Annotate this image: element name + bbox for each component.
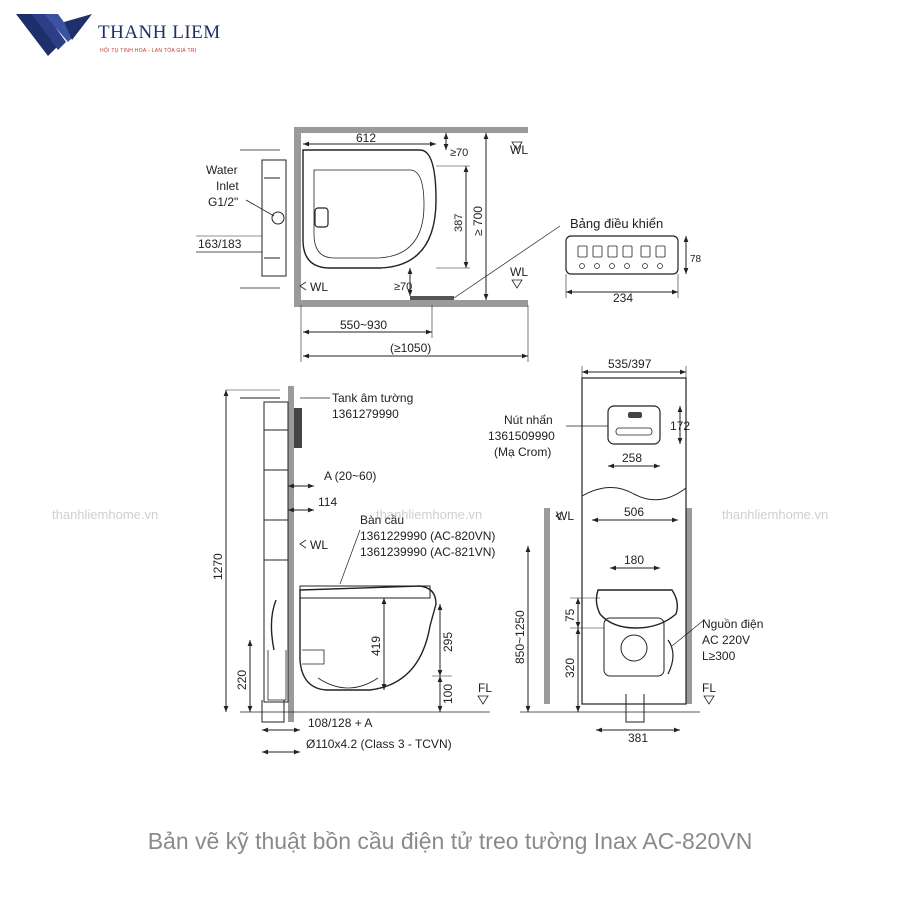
power-label: Nguồn điện bbox=[702, 617, 763, 631]
dim-220: 220 bbox=[235, 670, 249, 690]
brand-logo: THANH LIEM HỘI TỤ TINH HOA - LAN TỎA GIÁ… bbox=[14, 10, 244, 58]
control-panel-title: Bảng điều khiển bbox=[570, 216, 663, 231]
dim-506: 506 bbox=[624, 505, 644, 519]
dim-gap-top: ≥70 bbox=[450, 147, 468, 159]
water-inlet-label-2: Inlet bbox=[216, 179, 239, 193]
page-caption: Bản vẽ kỹ thuật bồn cầu điện tử treo tườ… bbox=[147, 828, 753, 854]
side-wl-label: WL bbox=[310, 538, 328, 552]
wl-top-label: WL bbox=[510, 143, 528, 157]
side-fl-label: FL bbox=[478, 681, 492, 695]
front-fl-label: FL bbox=[702, 681, 716, 695]
dim-258: 258 bbox=[622, 451, 642, 465]
button-label: Nút nhấn bbox=[504, 413, 553, 427]
dim-114: 114 bbox=[318, 495, 337, 509]
control-panel-drawing bbox=[565, 235, 689, 298]
water-inlet-label-1: Water bbox=[206, 163, 238, 177]
pipe-spec: Ø110x4.2 (Class 3 - TCVN) bbox=[306, 737, 452, 751]
bowl-label: Bàn cầu bbox=[360, 513, 404, 527]
dim-163-183: 163/183 bbox=[198, 237, 242, 251]
bowl-code-2: 1361239990 (AC-821VN) bbox=[360, 545, 495, 559]
dim-387: 387 bbox=[453, 214, 465, 232]
watermark-left: thanhliemhome.vn bbox=[52, 507, 159, 522]
dim-172: 172 bbox=[670, 419, 690, 433]
dim-850-1250: 850~1250 bbox=[513, 610, 527, 664]
dim-75: 75 bbox=[563, 608, 577, 622]
brand-logo-mark-icon bbox=[16, 14, 92, 56]
watermark-right: thanhliemhome.vn bbox=[722, 507, 829, 522]
water-inlet-label-3: G1/2" bbox=[208, 195, 238, 209]
button-finish: (Mạ Crom) bbox=[494, 445, 551, 459]
dim-1050: (≥1050) bbox=[390, 341, 431, 355]
dim-700: ≥ 700 bbox=[471, 206, 485, 236]
dim-295: 295 bbox=[441, 632, 455, 652]
dim-612: 612 bbox=[356, 131, 376, 145]
dim-108-128: 108/128 + A bbox=[308, 716, 372, 730]
control-panel-width: 234 bbox=[613, 291, 633, 305]
wl-left-label: WL bbox=[310, 280, 328, 294]
dim-gap-bottom: ≥70 bbox=[394, 281, 412, 293]
button-code: 1361509990 bbox=[488, 429, 555, 443]
power-voltage: AC 220V bbox=[702, 633, 750, 647]
dim-419: 419 bbox=[369, 636, 383, 656]
control-panel-height: 78 bbox=[690, 254, 702, 265]
side-view bbox=[223, 386, 490, 755]
front-view bbox=[520, 366, 715, 733]
dim-535-397: 535/397 bbox=[608, 357, 652, 371]
dim-320: 320 bbox=[563, 658, 577, 678]
tank-label: Tank âm tường bbox=[332, 391, 413, 405]
bowl-code-1: 1361229990 (AC-820VN) bbox=[360, 529, 495, 543]
watermark-center: thanhliemhome.vn bbox=[376, 507, 483, 522]
dim-100: 100 bbox=[441, 684, 455, 704]
power-length: L≥300 bbox=[702, 649, 736, 663]
a-range-label: A (20~60) bbox=[324, 469, 376, 483]
dim-180: 180 bbox=[624, 553, 644, 567]
top-view bbox=[196, 127, 561, 362]
wl-right-label: WL bbox=[510, 265, 528, 279]
brand-tagline: HỘI TỤ TINH HOA - LAN TỎA GIÁ TRỊ bbox=[100, 48, 197, 54]
front-wl-label: WL bbox=[556, 509, 574, 523]
dim-381: 381 bbox=[628, 731, 648, 745]
tank-code: 1361279990 bbox=[332, 407, 399, 421]
dim-550-930: 550~930 bbox=[340, 318, 387, 332]
brand-name: THANH LIEM bbox=[98, 22, 221, 43]
dim-1270: 1270 bbox=[211, 553, 225, 580]
